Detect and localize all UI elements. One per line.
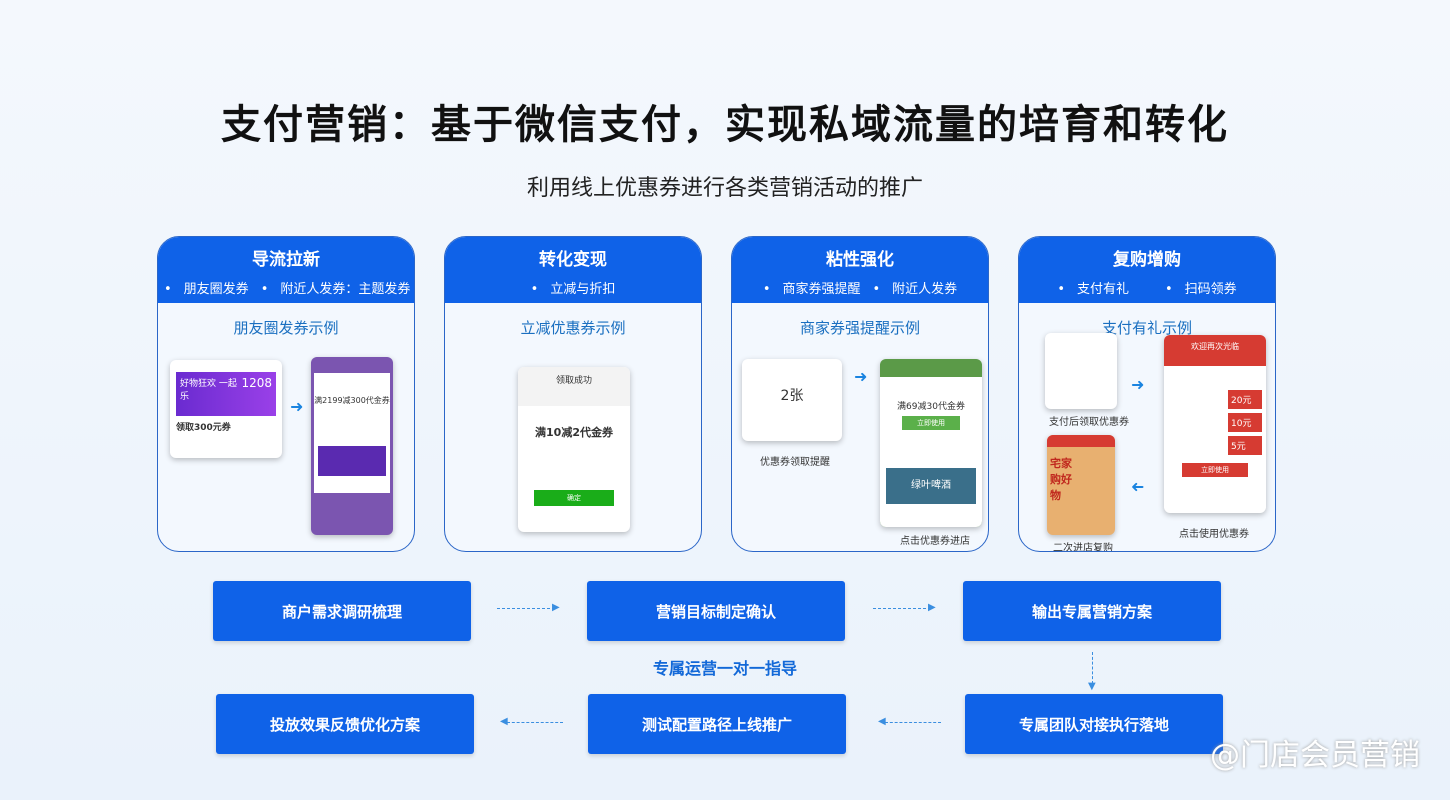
arrow-right-icon: ▶ [928, 602, 936, 613]
ad-item: 领取300元券 [176, 423, 231, 433]
ad-text: 好物狂欢 一起乐 [180, 379, 237, 402]
caption: 二次进店复购 [1053, 543, 1113, 552]
caption: 优惠券领取提醒 [760, 457, 830, 468]
card-heading: 复购增购 [1113, 250, 1181, 270]
card-heading: 导流拉新 [252, 250, 320, 270]
card-bullet: 朋友圈发券 [183, 282, 249, 297]
coupon-success-mockup: 领取成功 满10减2代金券 确定 [518, 367, 630, 532]
confirm-button: 确定 [534, 490, 614, 506]
coupon-value: 20元 [1228, 390, 1262, 409]
use-button: 立即使用 [1182, 463, 1248, 477]
coupon-value: 10元 [1228, 413, 1262, 432]
flow-step-execute: 专属团队对接执行落地 [965, 694, 1223, 754]
coupon-count: 2张 [780, 388, 804, 404]
card-heading: 粘性强化 [826, 250, 894, 270]
card-conversion: 转化变现 •立减与折扣 立减优惠券示例 领取成功 满10减2代金券 确定 [444, 236, 702, 552]
card-bullet: 商家券强提醒 [782, 282, 861, 297]
caption: 点击使用优惠券 [1179, 529, 1249, 540]
flow-connector [873, 608, 931, 609]
arrow-left-icon: ◀ [500, 716, 508, 727]
moments-ad-mockup: 好物狂欢 一起乐 1208 领取300元券 [170, 360, 282, 458]
card-example-title: 商家券强提醒示例 [799, 319, 920, 337]
flow-connector [497, 608, 555, 609]
page-title: 支付营销：基于微信支付，实现私域流量的培育和转化 [221, 102, 1229, 148]
merchant-phone-mockup: 满69减30代金券 立即使用 绿叶啤酒 [880, 359, 982, 527]
coupon-value: 5元 [1228, 436, 1262, 455]
coupon-list-mockup: 欢迎再次光临 20元 10元 5元 立即使用 [1164, 335, 1266, 513]
card-heading: 转化变现 [539, 250, 607, 270]
card-bullet: 支付有礼 [1076, 282, 1129, 297]
flow-connector [507, 722, 563, 723]
ad-number: 1208 [241, 376, 272, 390]
flow-step-feedback: 投放效果反馈优化方案 [216, 694, 474, 754]
card-bullet: 扫码领券 [1184, 282, 1237, 297]
watermark: @门店会员营销 [1210, 738, 1420, 773]
center-label: 专属运营一对一指导 [652, 659, 797, 678]
arrow-right-icon: ➜ [1131, 375, 1145, 394]
flow-step-research: 商户需求调研梳理 [213, 581, 471, 641]
coupon-title: 满69减30代金券 [897, 402, 965, 412]
card-example-title: 支付有礼示例 [1101, 319, 1192, 337]
caption: 支付后领取优惠券 [1049, 417, 1129, 428]
status-text: 领取成功 [518, 367, 630, 406]
card-example-title: 立减优惠券示例 [520, 319, 626, 337]
welcome-banner: 欢迎再次光临 [1164, 335, 1266, 366]
card-example-title: 朋友圈发券示例 [233, 319, 339, 337]
arrow-left-icon: ◀ [878, 716, 886, 727]
card-stickiness: 粘性强化 •商家券强提醒•附近人发券 商家券强提醒示例 2张 优惠券领取提醒 ➜… [731, 236, 989, 552]
coupon-title: 满10减2代金券 [535, 426, 613, 439]
page-subtitle: 利用线上优惠券进行各类营销活动的推广 [526, 176, 923, 201]
promo-text: 宅家购好物 [1050, 457, 1072, 502]
card-bullet: 附近人发券：主题发券 [280, 282, 411, 297]
caption: 点击优惠券进店 [900, 536, 970, 547]
store-mockup: 宅家购好物 [1047, 435, 1115, 535]
use-button: 立即使用 [902, 416, 960, 430]
banner: 绿叶啤酒 [886, 468, 976, 504]
card-repurchase: 复购增购 •支付有礼•扫码领券 支付有礼示例 支付后领取优惠券 ➜ ➜ 欢迎再次… [1018, 236, 1276, 552]
pay-gift-mockup [1045, 333, 1117, 409]
card-bullet: 立减与折扣 [550, 282, 616, 297]
flow-step-plan: 输出专属营销方案 [963, 581, 1221, 641]
flow-step-goal: 营销目标制定确认 [587, 581, 845, 641]
flow-step-launch: 测试配置路径上线推广 [588, 694, 846, 754]
coupon-phone-mockup: 满2199减300代金券 [311, 357, 393, 535]
arrow-left-icon: ➜ [1131, 477, 1145, 496]
coupon-title: 满2199减300代金券 [314, 396, 390, 405]
flow-connector [1092, 652, 1093, 684]
reminder-mockup: 2张 [742, 359, 842, 441]
arrow-right-icon: ➜ [854, 367, 868, 386]
card-bullet: 附近人发券 [892, 282, 958, 297]
arrow-down-icon: ▼ [1088, 681, 1096, 692]
arrow-right-icon: ▶ [552, 602, 560, 613]
flow-connector [885, 722, 941, 723]
arrow-right-icon: ➜ [290, 397, 304, 416]
